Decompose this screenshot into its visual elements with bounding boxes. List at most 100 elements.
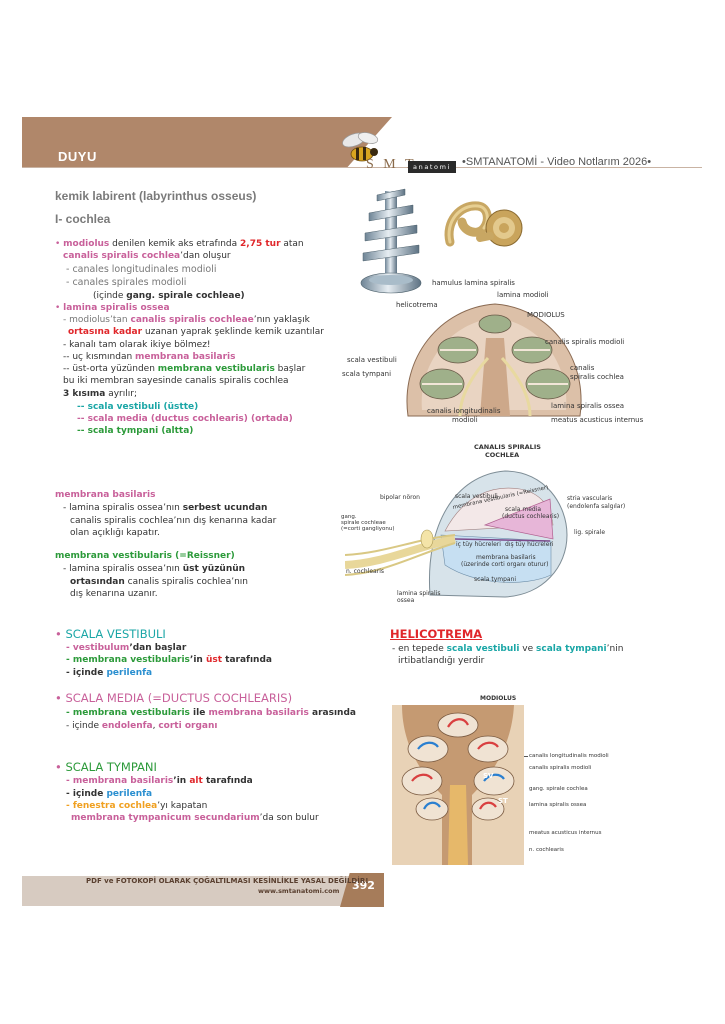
intro-subtitle: I- cochlea [55, 212, 111, 226]
basilaris-line-3: olan açıklığı kapatır. [70, 528, 160, 538]
modiolus-line-7: - modiolus’tan canalis spiralis cochleae… [63, 315, 310, 325]
scala-media-line-1: - membrana vestibularis ile membrana bas… [66, 708, 356, 718]
fig1-modiolus-label: MODIOLUS [527, 311, 565, 319]
scala-tympani-line-3: - fenestra cochlea’yı kapatan [66, 801, 208, 811]
fig1-lamina-modioli-label: lamina modioli [497, 291, 549, 299]
modiolus-line-16: -- scala tympani (altta) [77, 426, 194, 436]
modiolus-line-6: • lamina spiralis ossea [55, 303, 170, 313]
fig2-n-cochlearis-label: n. cochlearis [346, 568, 384, 575]
modiolus-line-14: -- scala vestibuli (üstte) [77, 402, 199, 412]
fig2-scala-tympani-label: scala tympani [474, 576, 517, 583]
fig2-lig-spirale-label: lig. spirale [574, 529, 606, 536]
fig1-modioli-label: modioli [452, 416, 478, 424]
fig2-bipolar-label: bipolar nöron [380, 494, 420, 501]
fig2-gang-a-label: gang. [341, 514, 357, 520]
fig3-meatus-label: meatus acusticus internus [529, 830, 602, 836]
scala-tympani-line-1: - membrana basilaris’in alt tarafında [66, 776, 253, 786]
scala-media-title: • SCALA MEDIA (=DUCTUS COCHLEARIS) [55, 691, 293, 705]
modiolus-line-3: - canales longitudinales modioli [66, 264, 217, 275]
bony-labyrinth-image [444, 201, 523, 247]
fig2-title-a: CANALIS SPIRALIS [474, 443, 541, 451]
fig2-stria-a-label: stria vascularis [567, 495, 613, 502]
fig3-lamina-label: lamina spiralis ossea [529, 802, 587, 808]
page-number: 392 [352, 879, 375, 892]
vestibularis-line-3: dış kenarına uzanır. [70, 589, 158, 599]
fig3-canalis-spir-label: canalis spiralis modioli [529, 765, 592, 771]
modiolus-line-13: 3 kısıma ayrılır; [63, 389, 137, 399]
fig3-modiolus-label: MODIOLUS [480, 695, 517, 702]
fig1-spiralis-cochlea-label: spiralis cochlea [570, 373, 624, 381]
website-link[interactable]: www.smtanatomi.com [258, 887, 340, 895]
canalis-spiralis-diagram [345, 470, 568, 598]
modiolus-line-4: - canales spirales modioli [66, 277, 187, 288]
fig2-memb-bas-a-label: membrana basilaris [476, 554, 536, 561]
basilaris-line-2: canalis spiralis cochlea’nın dış kenarın… [70, 516, 277, 526]
vestibularis-line-1: - lamina spiralis ossea’nın üst yüzünün [63, 564, 246, 574]
fig2-lamina-a-label: lamina spiralis [397, 590, 441, 597]
bee-logo-icon [342, 132, 379, 162]
copyright-warning: PDF ve FOTOKOPİ OLARAK ÇOĞALTILMASI KESİ… [86, 877, 369, 885]
fig2-ic-tuy-label: iç tüy hücreleri [456, 541, 501, 548]
fig1-canalis-longitudinalis-label: canalis longitudinalis [427, 407, 501, 415]
basilaris-title: membrana basilaris [55, 490, 156, 500]
header-band [22, 117, 392, 167]
helicotrema-title: HELICOTREMA [390, 627, 483, 641]
modiolus-line-5: (içinde gang. spirale cochleae) [93, 291, 245, 301]
logo-anatomi-text: anatomi [408, 161, 456, 173]
fig2-stria-b-label: (endolenfa salgılar) [567, 503, 626, 510]
fig2-lamina-b-label: ossea [397, 597, 415, 604]
modiolus-line-2: canalis spiralis cochlea’dan oluşur [63, 251, 231, 261]
brand-tagline: •SMTANATOMİ - Video Notlarım 2026• [462, 156, 652, 168]
scala-vestibuli-line-1: - vestibulum’dan başlar [66, 643, 187, 653]
vestibularis-line-2: ortasından canalis spiralis cochlea’nın [70, 577, 248, 587]
fig1-hamulus-label: hamulus lamina spiralis [432, 279, 515, 287]
header-divider [22, 167, 702, 168]
cochlea-section-diagram [406, 303, 582, 417]
intro-title: kemik labirent (labyrinthus osseus) [55, 189, 257, 203]
section-title: DUYU [58, 149, 97, 164]
footer-band [22, 876, 384, 906]
modiolus-line-1: • modiolus denilen kemik aks etrafında 2… [55, 239, 304, 249]
fig1-scala-tympani-label: scala tympani [342, 370, 392, 378]
modiolus-line-11: -- üst-orta yüzünden membrana vestibular… [63, 364, 306, 374]
fig3-n-cochlearis-label: n. cochlearis [529, 847, 564, 853]
scala-tympani-title: • SCALA TYMPANI [55, 760, 157, 774]
fig1-scala-vestibuli-label: scala vestibuli [347, 356, 397, 364]
fig2-scala-media-b-label: (ductus cochlearis) [502, 513, 560, 520]
basilaris-line-1: - lamina spiralis ossea’nın serbest ucun… [63, 503, 268, 513]
fig2-title-b: COCHLEA [485, 451, 520, 459]
scala-media-line-2: - içinde endolenfa, corti organı [66, 721, 218, 731]
helicotrema-line-2: irtibatlandığı yerdir [398, 656, 485, 666]
vestibularis-title: membrana vestibularis (=Reissner) [55, 551, 235, 561]
fig2-scala-vestibuli-label: scala vestibuli [455, 493, 498, 500]
modiolus-line-10: -- uç kısmından membrana basilaris [63, 352, 236, 362]
modiolus-line-15: -- scala media (ductus cochlearis) (orta… [77, 414, 293, 424]
fig1-lamina-spiralis-ossea-label: lamina spiralis ossea [551, 402, 625, 410]
modiolus-line-12: bu iki membran sayesinde canalis spirali… [63, 376, 289, 386]
fig1-helicotrema-label: helicotrema [396, 301, 438, 309]
screw-model-image [360, 188, 422, 294]
fig3-sv-label: SV [483, 772, 494, 780]
fig2-gang-b-label: spirale cochleae [341, 520, 386, 526]
fig2-scala-media-a-label: scala media [505, 506, 542, 513]
scala-vestibuli-line-3: - içinde perilenfa [66, 668, 153, 678]
fig3-st-label: ST [498, 797, 508, 805]
modiolus-line-9: - kanalı tam olarak ikiye bölmez! [63, 340, 211, 350]
fig2-gang-c-label: (=corti gangliyonu) [341, 526, 395, 532]
modiolus-flow-diagram [392, 705, 524, 865]
fig2-memb-bas-b-label: (üzerinde corti organı oturur) [461, 561, 549, 568]
fig1-meatus-label: meatus acusticus internus [551, 416, 644, 424]
fig2-dis-tuy-label: dış tüy hücreleri [505, 541, 554, 548]
fig1-canalis-spiralis-modioli-label: canalis spiralis modioli [545, 338, 625, 346]
scala-vestibuli-line-2: - membrana vestibularis’in üst tarafında [66, 655, 272, 665]
helicotrema-line-1: - en tepede scala vestibuli ve scala tym… [392, 644, 624, 654]
fig1-canalis-label: canalis [570, 364, 595, 372]
scala-vestibuli-title: • SCALA VESTIBULI [55, 627, 166, 641]
scala-tympani-line-4: membrana tympanicum secundarium’da son b… [71, 813, 319, 823]
fig3-gang-label: gang. spirale cochlea [529, 786, 588, 792]
logo-smt-text: S M T [366, 157, 417, 172]
fig3-leader-1 [524, 756, 528, 757]
fig3-canalis-long-label: canalis longitudinalis modioli [529, 753, 609, 759]
scala-tympani-line-2: - içinde perilenfa [66, 789, 153, 799]
modiolus-line-8: ortasına kadar uzanan yaprak şeklinde ke… [68, 327, 324, 337]
